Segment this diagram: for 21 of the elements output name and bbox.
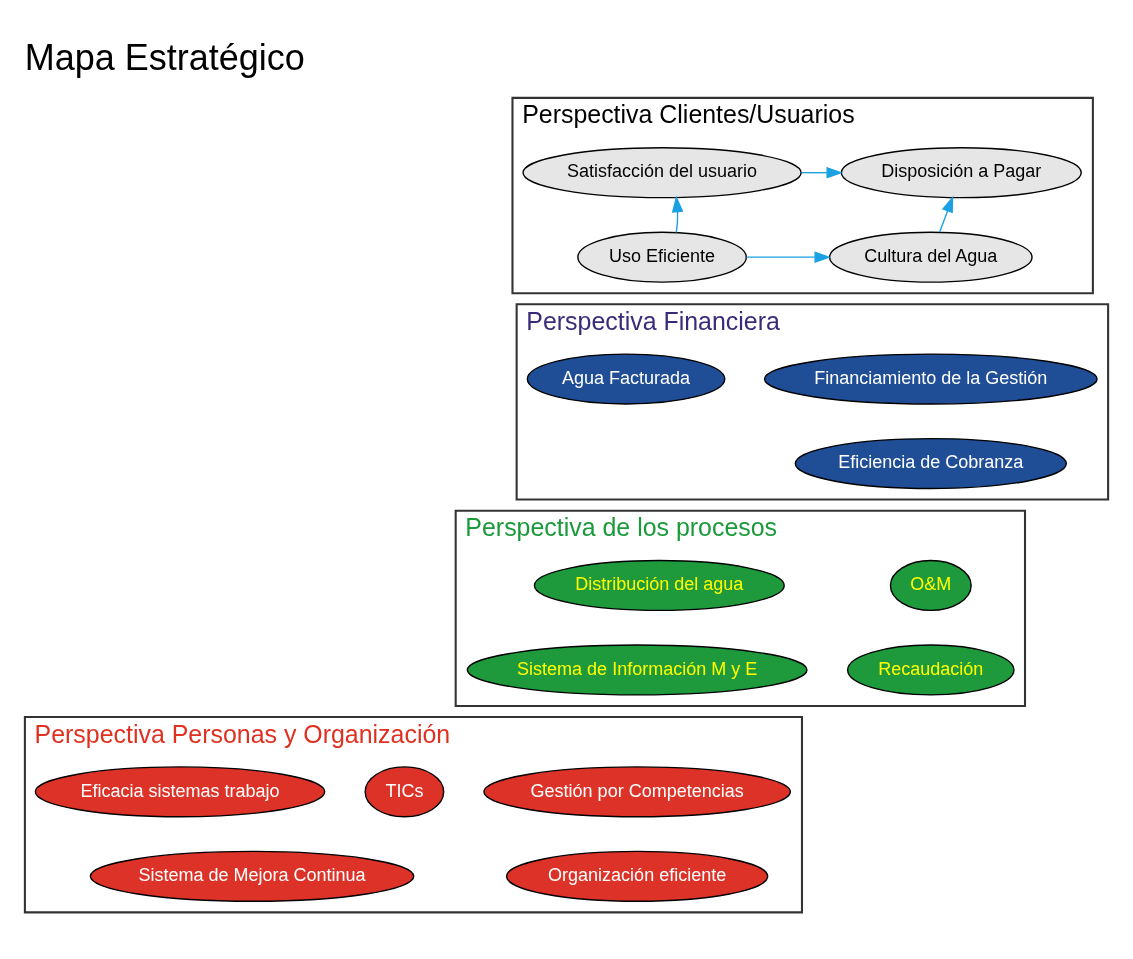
node-ellipse: Financiamiento de la Gestión <box>763 353 1098 405</box>
node-ellipse: Satisfacción del usuario <box>522 147 802 199</box>
node-ellipse: TICs <box>364 766 445 818</box>
node-ellipse: Disposición a Pagar <box>840 147 1082 199</box>
node-ellipse: Sistema de Información M y E <box>466 644 808 696</box>
node-ellipse: Organización eficiente <box>505 850 769 902</box>
node-ellipse: Recaudación <box>846 644 1015 696</box>
arrow <box>671 195 684 234</box>
node-ellipse: Agua Facturada <box>526 353 726 405</box>
arrow <box>745 251 832 263</box>
node-ellipse: Gestión por Competencias <box>483 766 792 818</box>
diagram-title: Mapa Estratégico <box>24 36 305 78</box>
arrow <box>801 166 844 179</box>
node-ellipse: Eficiencia de Cobranza <box>794 437 1067 490</box>
node-ellipse: Sistema de Mejora Continua <box>89 850 415 902</box>
arrow <box>939 195 954 233</box>
node-ellipse: Cultura del Agua <box>828 231 1033 283</box>
node-ellipse: Uso Eficiente <box>577 231 747 283</box>
node-ellipse: Eficacia sistemas trabajo <box>34 766 326 818</box>
node-ellipse: Distribución del agua <box>533 559 785 612</box>
node-ellipse: O&M <box>889 559 972 612</box>
